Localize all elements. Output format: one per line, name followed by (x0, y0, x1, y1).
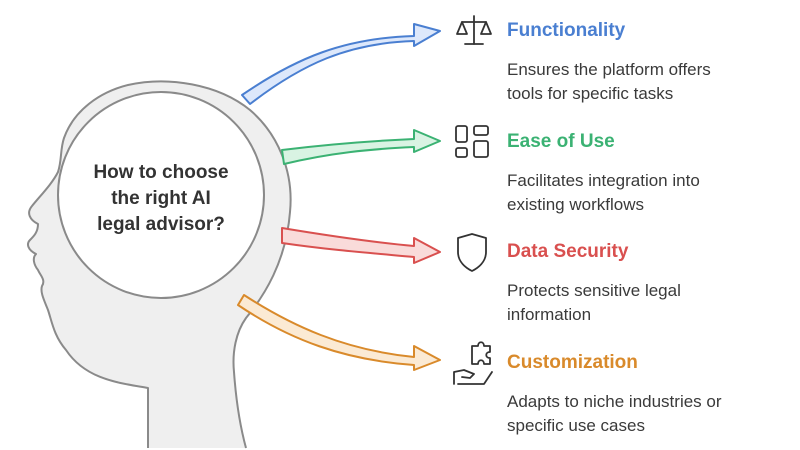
description-line: Adapts to niche industries or (507, 392, 722, 411)
functionality-title: Functionality (507, 20, 626, 41)
question-line: How to choose (93, 162, 229, 183)
arrow-data-security (281, 227, 441, 264)
ease-of-use-title: Ease of Use (507, 131, 615, 152)
description-line: Protects sensitive legal (507, 281, 681, 300)
description-line: existing workflows (507, 195, 644, 214)
balance-scale-icon (456, 15, 492, 45)
question-line: legal advisor? (97, 214, 225, 235)
description-line: specific use cases (507, 416, 645, 435)
description-line: tools for specific tasks (507, 84, 674, 103)
arrow-customization (237, 294, 441, 371)
layout-grid-icon (455, 125, 489, 158)
question-circle (57, 91, 265, 299)
functionality-description: Ensures the platform offers tools for sp… (507, 58, 787, 106)
arrow-functionality (241, 23, 441, 105)
customization-title: Customization (507, 352, 638, 373)
ease-of-use-description: Facilitates integration into existing wo… (507, 169, 787, 217)
description-line: information (507, 305, 592, 324)
data-security-description: Protects sensitive legal information (507, 279, 787, 327)
puzzle-hand-icon (453, 341, 493, 385)
description-line: Facilitates integration into (507, 171, 700, 190)
central-question: How to choose the right AI legal advisor… (82, 160, 240, 238)
arrow-ease-of-use (281, 129, 441, 165)
data-security-title: Data Security (507, 241, 629, 262)
customization-description: Adapts to niche industries or specific u… (507, 390, 787, 438)
description-line: Ensures the platform offers (507, 60, 711, 79)
shield-icon (457, 233, 487, 272)
question-line: the right AI (111, 188, 211, 209)
